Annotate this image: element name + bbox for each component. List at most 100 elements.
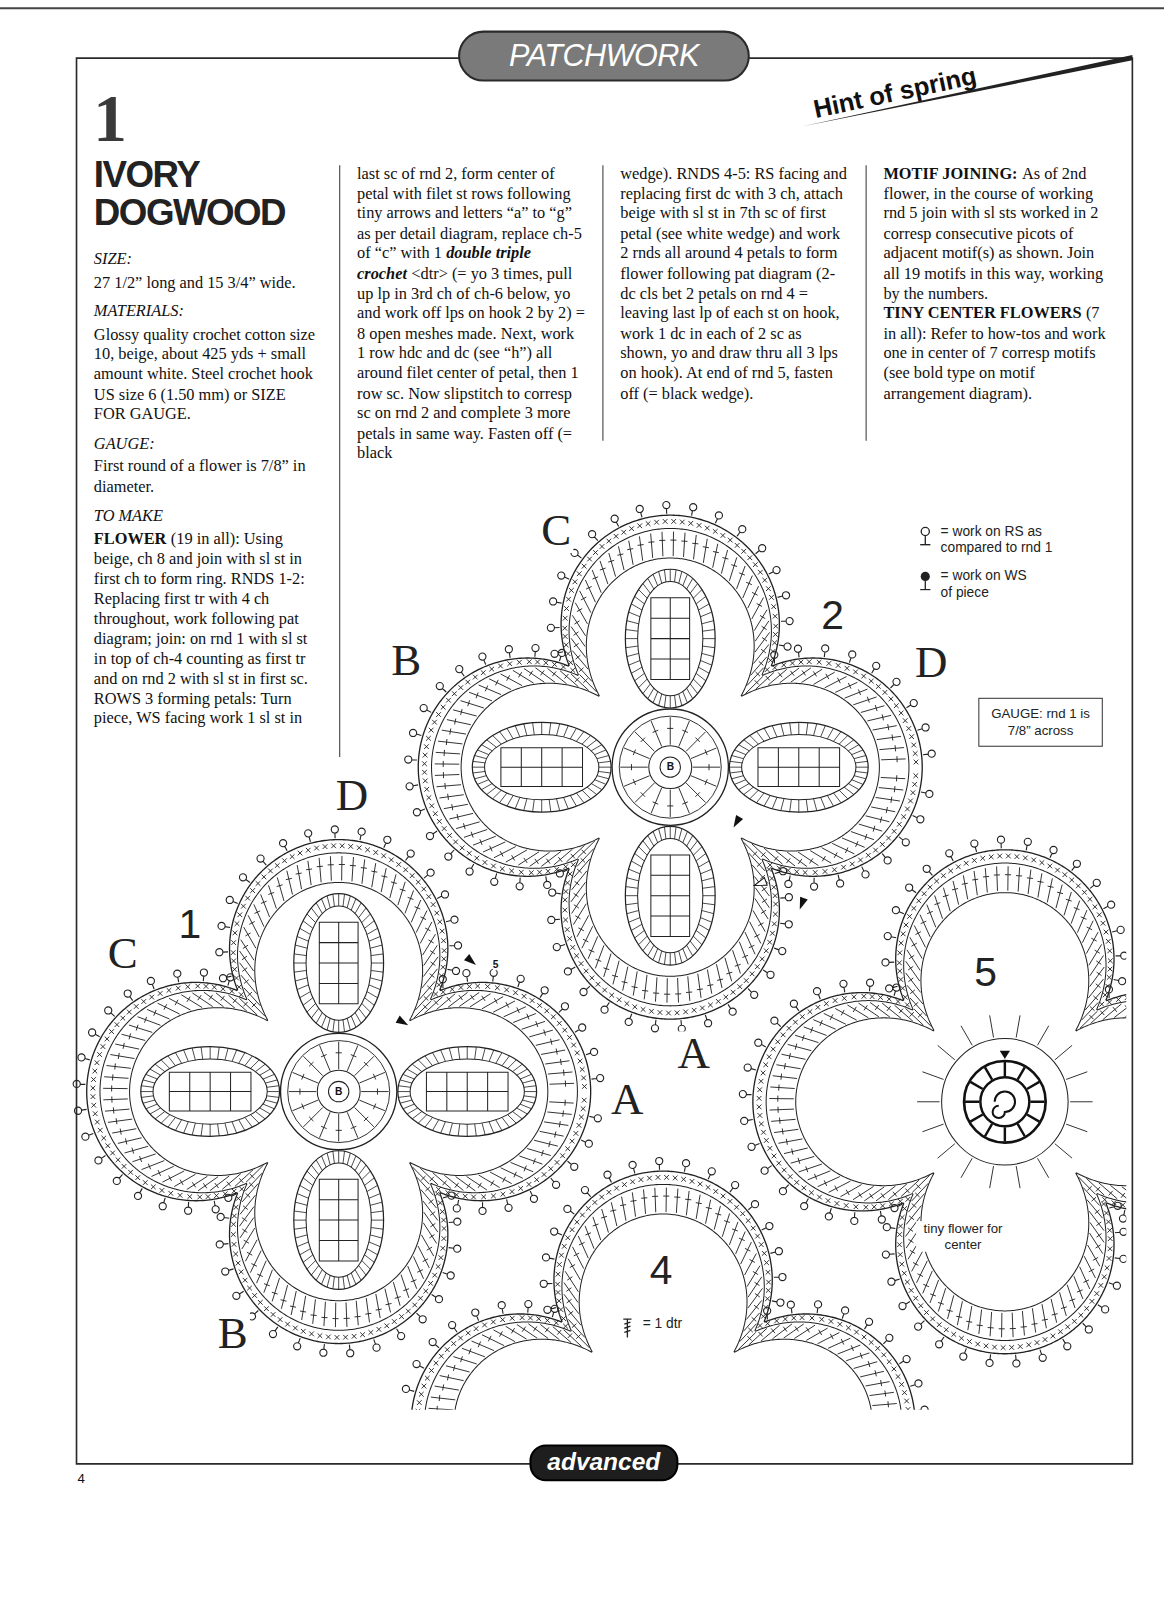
column-rule — [602, 165, 603, 440]
join-letter: B — [389, 639, 423, 684]
center-ring — [288, 1041, 390, 1143]
join-letter: A — [675, 1031, 712, 1076]
banner-text: Hint of spring — [811, 62, 978, 121]
crochet-motif — [739, 836, 1126, 1367]
tiny-spokes — [917, 1015, 1092, 1188]
motif-edge — [411, 1171, 915, 1410]
join-letter: B — [216, 1311, 250, 1356]
page-number: 4 — [78, 1472, 85, 1485]
petal — [472, 722, 611, 812]
single-crochet-marks — [415, 1175, 911, 1410]
filet-mesh — [651, 855, 690, 937]
petal-stitches — [625, 826, 715, 965]
petal-edge — [294, 894, 384, 1033]
body-text: First round of a flower is 7/8” in diame… — [94, 457, 306, 494]
picot-symbol — [920, 580, 930, 589]
paragraph: SIZE: — [94, 249, 320, 269]
petal-stitches — [294, 1151, 384, 1290]
legend-item: = 1 dtr — [618, 1316, 714, 1338]
emphasis-text: TINY CENTER FLOWERS — [883, 304, 1081, 321]
emphasis-text: MOTIF JOINING: — [883, 164, 1017, 181]
petal-edge — [472, 722, 611, 812]
column-rule — [866, 165, 867, 440]
node-text: PATCHWORK — [509, 39, 699, 74]
petal-inner — [306, 1163, 371, 1277]
section-heading: MATERIALS: — [94, 302, 184, 319]
callout-text: tiny flower for center — [916, 1221, 1010, 1252]
column-rule — [339, 165, 340, 757]
petal-inner — [638, 839, 703, 953]
paragraph: MOTIF JOINING:As of 2nd flower, in the c… — [883, 163, 1112, 303]
banner-swoosh — [802, 55, 1133, 126]
treble-stitches — [769, 866, 1126, 1337]
legend-text: = work on RS as compared to rnd 1 — [941, 523, 1055, 556]
center-mark: B — [335, 1086, 342, 1096]
single-crochet-marks — [757, 854, 1127, 1350]
page-edge — [0, 7, 1164, 9]
round-line — [461, 558, 879, 976]
paragraph: GAUGE: — [94, 433, 320, 453]
petal-inner — [306, 906, 371, 1020]
ring-mark — [328, 1081, 348, 1101]
petal — [141, 1047, 280, 1137]
paragraph: 27 1/2” long and 15 3/4” wide. — [94, 272, 320, 292]
filet-mesh — [319, 1179, 358, 1261]
center-ring — [649, 746, 692, 789]
tiny-stitches — [965, 1062, 1045, 1142]
filet-mesh — [319, 922, 358, 1004]
legend-symbol — [916, 568, 934, 590]
petal-edge — [398, 1047, 537, 1137]
motif-number: 4 — [648, 1250, 675, 1291]
ring-mark — [660, 757, 680, 777]
black-wedge — [796, 897, 808, 911]
petal-inner — [153, 1059, 267, 1124]
section-heading: SIZE: — [94, 250, 132, 267]
petal-stitches — [398, 1047, 537, 1137]
petal — [625, 569, 715, 708]
tiny-ring — [942, 1039, 1068, 1165]
level-badge: advanced — [529, 1445, 679, 1482]
petal — [398, 1047, 537, 1137]
center-ring — [612, 709, 728, 825]
filet-mesh — [426, 1072, 508, 1111]
picot-loops — [398, 1157, 929, 1409]
picot-symbol — [920, 527, 930, 544]
text-column: last sc of rnd 2, form center of petal w… — [357, 163, 586, 463]
legend-text: = 1 dtr — [643, 1316, 714, 1332]
center-ring — [281, 1033, 397, 1149]
legend-item: = work on WS of piece — [916, 568, 1038, 601]
petal-edge — [625, 826, 715, 965]
petal-inner — [485, 735, 599, 800]
petal-stitches — [729, 722, 868, 812]
petal-edge — [294, 1151, 384, 1290]
tiny-flower — [917, 1015, 1092, 1188]
round-line — [100, 853, 577, 1330]
paragraph: last sc of rnd 2, form center of petal w… — [357, 163, 586, 463]
treble-stitches — [435, 532, 906, 1003]
filet-mesh — [758, 748, 840, 787]
treble-stitches — [428, 1188, 899, 1410]
node-text: GAUGE: rnd 1 is 7/8” across — [991, 706, 1091, 739]
legend-item: = work on RS as compared to rnd 1 — [916, 523, 1055, 556]
section-banner: PATCHWORK — [458, 31, 750, 82]
white-wedge — [753, 878, 767, 890]
filet-mesh — [501, 748, 583, 787]
legend-text: = work on WS of piece — [941, 568, 1039, 601]
motif-edge — [753, 850, 1126, 1354]
legend-symbol — [916, 523, 934, 545]
section-heading: TO MAKE — [94, 507, 163, 524]
tiny-petals — [980, 1077, 1029, 1126]
join-letter: D — [913, 641, 950, 686]
paragraph: FLOWER(19 in all): Using beige, ch 8 and… — [94, 529, 320, 729]
paragraph: MATERIALS: — [94, 301, 320, 321]
black-wedge — [730, 815, 743, 830]
picot-loops — [73, 826, 604, 1357]
motif-edge — [87, 840, 591, 1344]
petal-edge — [141, 1047, 280, 1137]
gauge-box: GAUGE: rnd 1 is 7/8” across — [978, 698, 1102, 747]
tiny-swirl — [993, 1092, 1015, 1119]
center-ring — [619, 716, 721, 818]
body-text: wedge). RNDS 4-5: RS facing and replacin… — [620, 164, 847, 401]
filet-mesh — [169, 1072, 251, 1111]
body-text: Glossy quality crochet cotton size 10, b… — [94, 325, 315, 422]
